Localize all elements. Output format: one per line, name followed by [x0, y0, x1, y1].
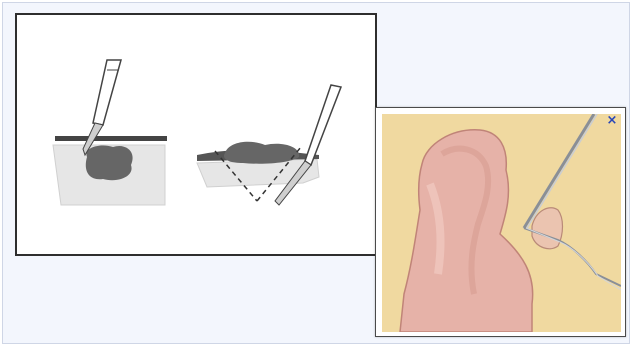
content-frame: × — [2, 2, 630, 344]
illustration-panel — [15, 13, 377, 256]
shave-biopsy-diagram — [53, 60, 167, 205]
finger-illustration — [382, 114, 621, 332]
procedure-diagram — [17, 15, 375, 254]
close-icon[interactable]: × — [605, 114, 619, 128]
lesion-shape — [86, 145, 133, 180]
finger-tip-procedure-photo — [382, 114, 621, 332]
image-popup: × — [375, 107, 626, 337]
elliptical-excision-diagram — [197, 85, 341, 205]
close-label: × — [607, 114, 618, 128]
